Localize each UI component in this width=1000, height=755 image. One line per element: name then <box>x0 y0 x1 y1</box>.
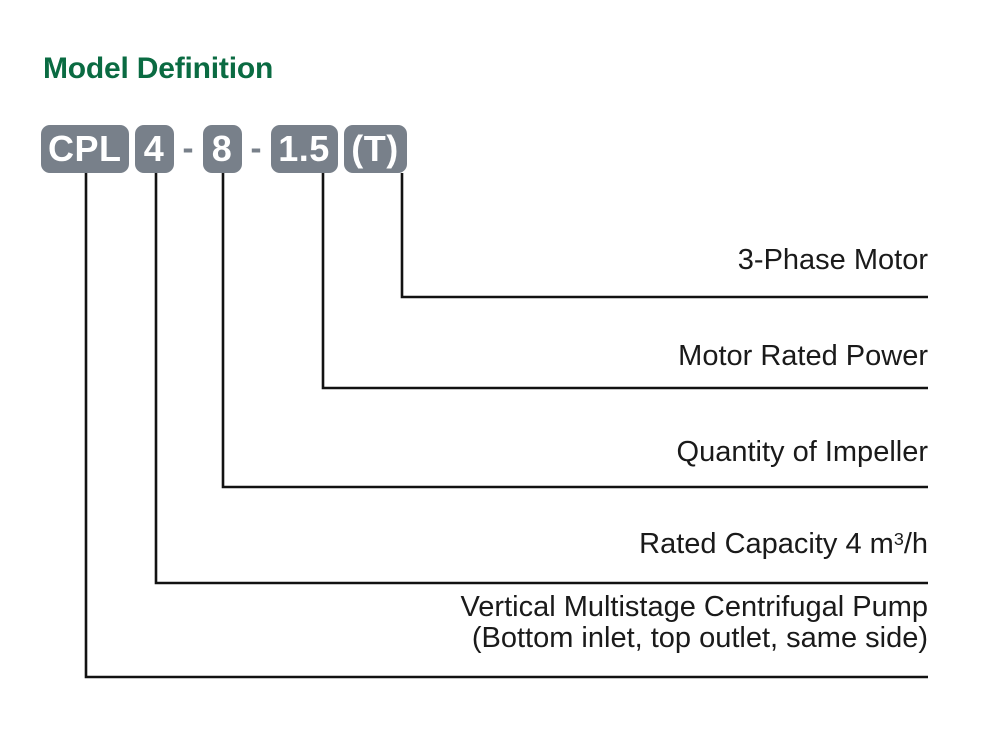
code-separator-1: - <box>182 128 194 166</box>
code-badge-capacity[interactable]: 4 <box>134 125 174 173</box>
code-badge-power[interactable]: 1.5 <box>270 125 338 173</box>
code-badge-stages[interactable]: 8 <box>202 125 242 173</box>
series-label-line-1: Vertical Multistage Centrifugal Pump <box>460 591 928 623</box>
callout-label-series: Vertical Multistage Centrifugal Pump (Bo… <box>460 591 928 655</box>
callout-label-power: Motor Rated Power <box>678 340 928 372</box>
page-title: Model Definition <box>43 52 274 85</box>
leader-phase <box>400 173 928 299</box>
code-badge-series[interactable]: CPL <box>41 125 129 173</box>
callout-label-stages: Quantity of Impeller <box>676 436 928 468</box>
capacity-text-before: Rated Capacity 4 m <box>639 528 894 560</box>
code-separator-2: - <box>250 128 262 166</box>
series-label-line-2: (Bottom inlet, top outlet, same side) <box>471 622 928 655</box>
capacity-text-after: /h <box>903 528 928 560</box>
code-badge-phase[interactable]: (T) <box>343 125 407 173</box>
leader-capacity <box>154 173 928 585</box>
model-code-row: CPL 4 - 8 - 1.5 (T) <box>41 124 407 174</box>
callout-label-capacity: Rated Capacity 4 m3/h <box>639 528 928 560</box>
callout-label-phase: 3-Phase Motor <box>737 244 928 276</box>
capacity-superscript: 3 <box>893 528 904 549</box>
